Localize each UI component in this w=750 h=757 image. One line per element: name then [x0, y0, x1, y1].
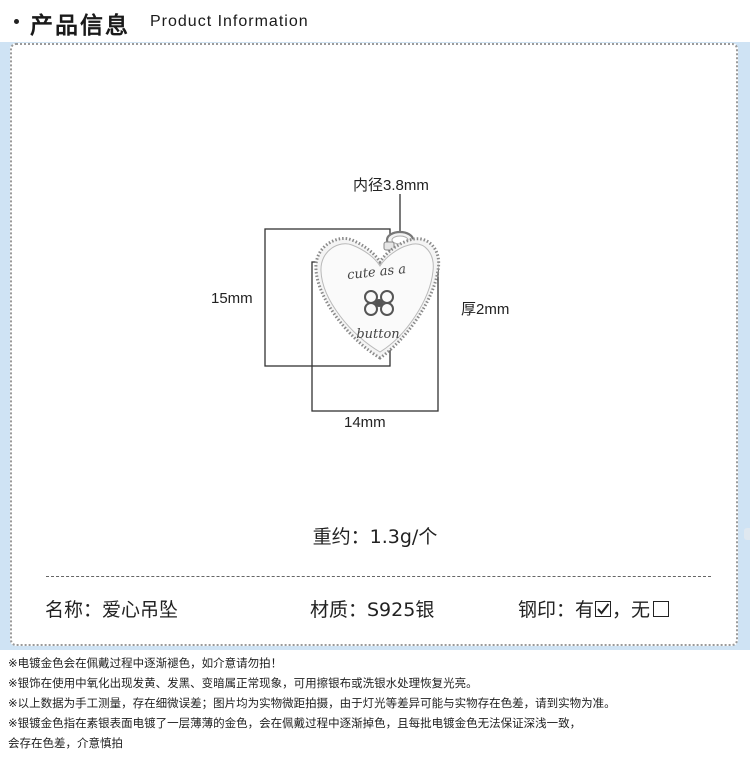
note-item: 会存在色差，介意慎拍 [8, 736, 123, 750]
dashed-divider [46, 576, 711, 577]
note-item: ※电镀金色会在佩戴过程中逐渐褪色，如介意请勿拍！ [8, 656, 283, 670]
note-item: ※银镀金色指在素银表面电镀了一层薄薄的金色，会在佩戴过程中逐渐掉色，且每批电镀金… [8, 716, 582, 730]
stamp-label: 钢印：有 [518, 599, 595, 621]
checked-box-icon [595, 601, 612, 617]
stamp-separator: ，无 [612, 599, 651, 621]
section-header: 产品信息 Product Information [0, 0, 750, 42]
note-item: ※以上数据为手工测量，存在细微误差；图片均为实物微距拍摄，由于灯光等差异可能与实… [8, 696, 616, 710]
unchecked-box-icon [653, 601, 670, 617]
section-title-en: Product Information [150, 13, 309, 30]
flower-motif [364, 290, 394, 316]
weight-text: 重约：1.3g/个 [312, 526, 438, 548]
section-title-cn: 产品信息 [30, 13, 130, 39]
dimension-diagram: cute as a button [264, 194, 441, 412]
width-label: 14mm [344, 414, 386, 431]
height-label: 15mm [211, 290, 253, 307]
spec-material: 材质：S925银 [310, 599, 435, 621]
engraving-line2: button [356, 327, 399, 342]
spec-stamp: 钢印：有 ，无 [518, 595, 670, 622]
heart-pendant: cute as a button [314, 237, 441, 360]
thickness-label: 厚2mm [461, 301, 510, 318]
inner-diameter-label: 内径3.8mm [353, 177, 429, 194]
bullet-dot [14, 19, 19, 24]
engraving-line1: cute as a [347, 262, 407, 283]
notes-section: ※电镀金色会在佩戴过程中逐渐褪色，如介意请勿拍！ ※银饰在使用中氧化出现发黄、发… [0, 650, 750, 757]
note-item: ※银饰在使用中氧化出现发黄、发黑、变暗属正常现象，可用擦银布或洗银水处理恢复光亮… [8, 676, 478, 690]
side-scroll-tab [744, 528, 750, 540]
spec-name: 名称：爱心吊坠 [45, 599, 179, 621]
